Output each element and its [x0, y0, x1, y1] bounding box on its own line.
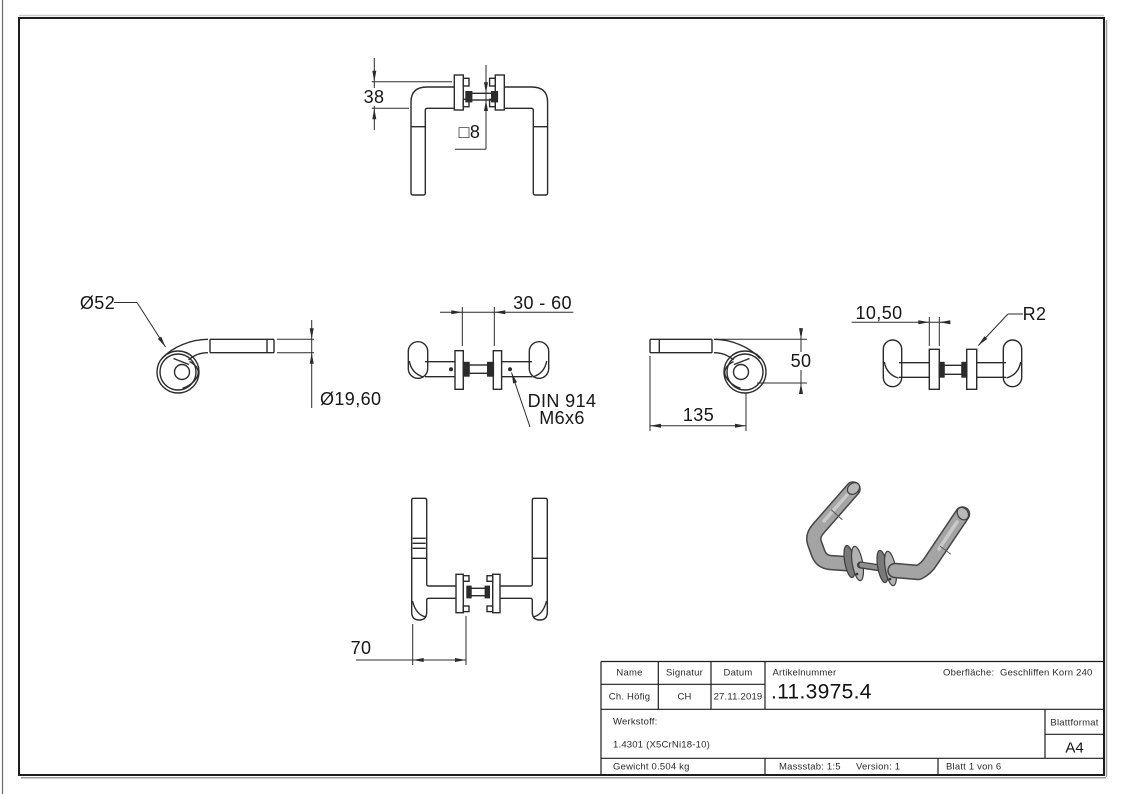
r2-leader [977, 313, 1023, 346]
dim-30-60-label: 30 - 60 [513, 292, 572, 313]
render-3d [806, 481, 971, 587]
signatur-label: Signatur [666, 667, 703, 679]
dim-50-geometry [714, 328, 807, 394]
dim-70-geometry [356, 616, 467, 665]
gewicht-text: Gewicht 0.504 kg [613, 760, 690, 772]
dia-19-60-geometry [277, 320, 314, 408]
dim-50-label: 50 [788, 350, 814, 371]
artikelnummer-value: .11.3975.4 [771, 680, 872, 704]
dia-19-60-label: Ø19,60 [320, 388, 382, 409]
view-far-right [882, 339, 1023, 390]
drawing-frame [18, 17, 1105, 776]
dim-square8-label: □8 [458, 121, 481, 142]
datum-value: 27.11.2019 [713, 691, 763, 703]
view-middle [407, 341, 550, 391]
dim-38-label: 38 [361, 86, 387, 107]
din-914-label: DIN 914 [527, 390, 597, 411]
view-side-right [649, 338, 767, 394]
dia-52-leader [114, 302, 166, 348]
din-914-leader [511, 372, 531, 428]
title-block-grid [600, 660, 1104, 775]
datum-label: Datum [723, 667, 753, 679]
dim-10-50-label: 10,50 [855, 302, 903, 323]
dim-30-60-geometry [440, 307, 574, 346]
artikelnummer-label: Artikelnummer [772, 666, 837, 678]
view-top [410, 74, 549, 196]
blattformat-value: A4 [1065, 739, 1084, 756]
dim-70-label: 70 [350, 638, 372, 658]
massstab-text: Massstab: 1:5 [779, 760, 841, 772]
view-bottom [411, 497, 548, 621]
dim-135-label: 135 [682, 405, 715, 425]
r2-label: R2 [1022, 304, 1047, 324]
blattformat-label: Blattformat [1050, 716, 1099, 728]
oberflaeche-text: Oberfläche: Geschliffen Korn 240 [943, 666, 1093, 678]
dim-square8-geometry [455, 65, 488, 150]
blatt-text: Blatt 1 von 6 [946, 760, 1002, 772]
version-text: Version: 1 [856, 760, 901, 772]
dim-135-geometry [649, 356, 747, 431]
signatur-value: CH [677, 691, 692, 703]
view-side-left [156, 338, 275, 394]
dim-10-50-geometry [851, 317, 951, 346]
name-label: Name [616, 667, 643, 679]
name-value: Ch. Höfig [608, 691, 651, 703]
werkstoff-label: Werkstoff: [613, 716, 658, 728]
dia-52-label: Ø52 [79, 292, 116, 313]
werkstoff-value: 1.4301 (X5CrNi18-10) [613, 738, 710, 750]
m6x6-label: M6x6 [539, 407, 585, 428]
